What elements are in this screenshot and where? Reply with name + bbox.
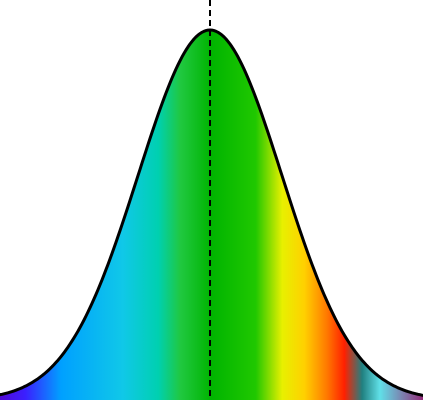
bell-curve-area xyxy=(0,30,423,400)
